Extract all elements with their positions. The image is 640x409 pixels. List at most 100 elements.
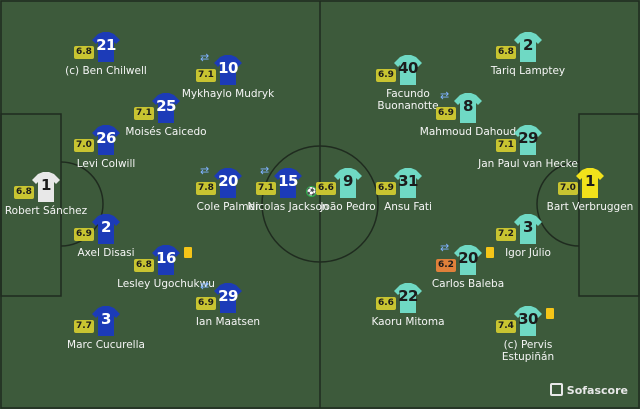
player-name: Igor Júlio [505, 247, 551, 259]
substitution-icon: ⇄ [200, 164, 210, 177]
player-palmer[interactable]: ⇄ 20 7.8 Cole Palmer [196, 164, 259, 213]
shirt-icon: 20 [454, 245, 482, 275]
shirt-icon: 29 [514, 125, 542, 155]
goalkeeper-shirt-icon: 1 [576, 168, 604, 198]
player-caicedo[interactable]: 25 7.1 Moisés Caicedo [125, 93, 207, 138]
player-name: Carlos Baleba [431, 278, 505, 290]
player-rating: 6.6 [316, 182, 336, 195]
player-name: Moisés Caicedo [125, 126, 207, 138]
substitution-icon: ⇄ [200, 279, 210, 292]
player-rating: 6.9 [74, 228, 94, 241]
shirt-icon: 40 [394, 55, 422, 85]
yellow-card-icon [486, 247, 494, 258]
player-cucurella[interactable]: 3 7.7 Marc Cucurella [67, 306, 145, 351]
player-pedro[interactable]: 9 6.6 João Pedro [316, 168, 378, 213]
player-rating: 7.1 [496, 139, 516, 152]
player-baleba[interactable]: ⇄ 20 6.2 Carlos Baleba [432, 241, 504, 290]
player-sanchez[interactable]: 1 6.8 Robert Sánchez [5, 172, 87, 217]
player-fati[interactable]: 31 6.9 Ansu Fati [376, 168, 438, 213]
player-mitoma[interactable]: 22 6.6 Kaoru Mitoma [371, 283, 445, 328]
player-name: Lesley Ugochukwu [117, 278, 215, 290]
player-name: Robert Sánchez [4, 205, 88, 217]
goal-ball-icon: ⚽ [306, 186, 317, 197]
sofascore-logo: Sofascore [549, 383, 628, 397]
shirt-icon: 30 [514, 306, 542, 336]
player-rating: 7.2 [496, 228, 516, 241]
player-rating: 7.1 [256, 182, 276, 195]
player-jackson[interactable]: ⇄ 15 7.1 ⚽ Nicolas Jackson [247, 164, 328, 213]
shirt-icon: 2 [92, 214, 120, 244]
shirt-icon: 2 [514, 32, 542, 62]
player-rating: 6.8 [496, 46, 516, 59]
player-rating: 6.6 [376, 297, 396, 310]
substitution-icon: ⇄ [260, 164, 270, 177]
shirt-icon: 22 [394, 283, 422, 313]
player-rating: 6.9 [376, 69, 396, 82]
player-rating: 7.8 [196, 182, 216, 195]
shirt-icon: 29 [214, 283, 242, 313]
player-name: (c) Pervis Estupiñán [501, 339, 555, 363]
player-rating: 6.9 [376, 182, 396, 195]
shirt-icon: 16 [152, 245, 180, 275]
player-colwill[interactable]: 26 7.0 Levi Colwill [74, 125, 136, 170]
player-rating: 7.1 [134, 107, 154, 120]
player-name: Jan Paul van Hecke [478, 158, 578, 170]
player-maatsen[interactable]: ⇄ 29 6.9 Ian Maatsen [196, 279, 260, 328]
player-estupinan[interactable]: 30 7.4 (c) Pervis Estupiñán [496, 306, 558, 363]
player-rating: 7.0 [74, 139, 94, 152]
player-rating: 6.9 [436, 107, 456, 120]
player-mudryk[interactable]: ⇄ 10 7.1 Mykhaylo Mudryk [182, 51, 274, 100]
player-name: João Pedro [320, 201, 376, 213]
shirt-icon: 31 [394, 168, 422, 198]
shirt-icon: 25 [152, 93, 180, 123]
shirt-icon: 3 [514, 214, 542, 244]
player-rating: 7.0 [558, 182, 578, 195]
player-name: Axel Disasi [77, 247, 135, 259]
goalkeeper-shirt-icon: 1 [32, 172, 60, 202]
player-name: Tariq Lamptey [490, 65, 566, 77]
shirt-icon: 21 [92, 32, 120, 62]
player-chilwell[interactable]: 21 6.8 (c) Ben Chilwell [65, 32, 147, 77]
shirt-icon: 15 [274, 168, 302, 198]
player-rating: 6.8 [14, 186, 34, 199]
shirt-icon: 20 [214, 168, 242, 198]
player-name: Facundo Buonanotte [377, 88, 439, 112]
player-rating: 6.9 [196, 297, 216, 310]
shirt-icon: 26 [92, 125, 120, 155]
player-name: Mahmoud Dahoud [419, 126, 517, 138]
substitution-icon: ⇄ [440, 241, 450, 254]
player-name: Kaoru Mitoma [371, 316, 445, 328]
player-rating: 7.1 [196, 69, 216, 82]
player-buonanotte[interactable]: 40 6.9 Facundo Buonanotte [376, 55, 439, 112]
player-ugochukwu[interactable]: 16 6.8 Lesley Ugochukwu [117, 245, 215, 290]
player-name: (c) Ben Chilwell [65, 65, 147, 77]
shirt-icon: 8 [454, 93, 482, 123]
player-lamptey[interactable]: 2 6.8 Tariq Lamptey [491, 32, 565, 77]
player-name: Mykhaylo Mudryk [181, 88, 275, 100]
player-name: Cole Palmer [196, 201, 260, 213]
yellow-card-icon [546, 308, 554, 319]
player-name: Bart Verbruggen [546, 201, 634, 213]
player-julio[interactable]: 3 7.2 Igor Júlio [496, 214, 558, 259]
player-dahoud[interactable]: ⇄ 8 6.9 Mahmoud Dahoud [420, 89, 516, 138]
sofascore-icon [549, 383, 563, 396]
player-name: Marc Cucurella [67, 339, 145, 351]
player-rating: 7.7 [74, 320, 94, 333]
player-name: Ansu Fati [384, 201, 432, 213]
player-name: Levi Colwill [76, 158, 136, 170]
player-rating: 6.8 [134, 259, 154, 272]
player-verbruggen[interactable]: 1 7.0 Bart Verbruggen [547, 168, 633, 213]
player-rating: 6.8 [74, 46, 94, 59]
player-disasi[interactable]: 2 6.9 Axel Disasi [74, 214, 136, 259]
yellow-card-icon [184, 247, 192, 258]
shirt-icon: 10 [214, 55, 242, 85]
substitution-icon: ⇄ [200, 51, 210, 64]
shirt-icon: 3 [92, 306, 120, 336]
player-name: Nicolas Jackson [247, 201, 329, 213]
substitution-icon: ⇄ [440, 89, 450, 102]
shirt-icon: 9 [334, 168, 362, 198]
player-rating: 7.4 [496, 320, 516, 333]
player-vanhecke[interactable]: 29 7.1 Jan Paul van Hecke [478, 125, 578, 170]
